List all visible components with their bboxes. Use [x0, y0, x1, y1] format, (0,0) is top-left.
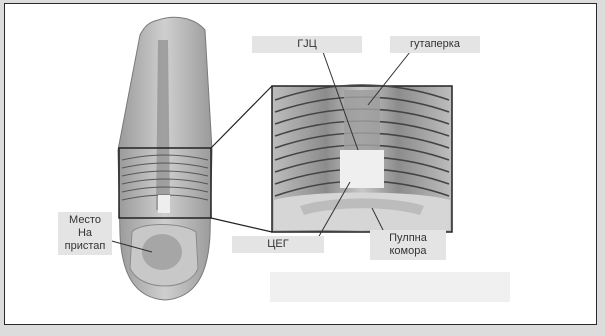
- label-pulpna-line2: комора: [374, 245, 442, 258]
- faded-caption-area: [270, 272, 510, 302]
- gic-layer: [340, 150, 384, 188]
- label-mesto-line3: пристап: [62, 240, 108, 253]
- label-mesto-line2: На: [62, 227, 108, 240]
- label-pulpna-komora: Пулпна комора: [370, 230, 446, 260]
- label-gic: ГЈЦ: [252, 36, 362, 53]
- connector-top: [211, 86, 272, 148]
- label-gutaperka: гутаперка: [390, 36, 480, 53]
- access-site: [142, 234, 182, 270]
- connector-bottom: [211, 218, 272, 232]
- small-gic-patch: [158, 195, 170, 213]
- root-canal: [156, 40, 170, 210]
- label-mesto-line1: Место: [62, 214, 108, 227]
- zoom-canal: [344, 90, 380, 150]
- pulp-chamber: [274, 193, 450, 231]
- label-ceg: ЦЕГ: [232, 236, 324, 253]
- label-mesto-na-pristap: Место На пристап: [58, 212, 112, 255]
- label-pulpna-line1: Пулпна: [374, 232, 442, 245]
